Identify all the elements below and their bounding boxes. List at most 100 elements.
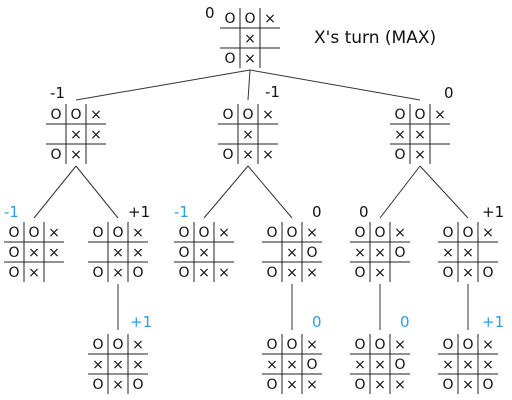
board-cell: O <box>92 337 103 353</box>
board-cell: O <box>266 225 277 241</box>
board-cell: × <box>354 357 366 373</box>
board-cell: O <box>178 265 189 281</box>
board-cell: × <box>132 357 144 373</box>
board-cell: O <box>354 225 365 241</box>
board-cell: × <box>306 337 318 353</box>
board-cell: × <box>266 357 278 373</box>
board-cell: × <box>70 147 82 163</box>
board-cell: O <box>374 337 385 353</box>
board-cell: × <box>482 337 494 353</box>
tree-edge-root-a <box>75 69 251 101</box>
board-cell: × <box>482 225 494 241</box>
board-cell: × <box>198 245 210 261</box>
board-cell: × <box>112 357 124 373</box>
board-cell: × <box>218 225 230 241</box>
board-cell: × <box>306 377 318 393</box>
board-cell: O <box>8 225 19 241</box>
tree-edge-root-b <box>247 69 251 101</box>
board-cell: × <box>90 107 102 123</box>
turn-title: X's turn (MAX) <box>314 28 436 48</box>
board-cell: × <box>132 245 144 261</box>
board-cell: × <box>132 225 144 241</box>
board-cell: × <box>244 31 256 47</box>
board-cell: × <box>48 225 60 241</box>
board-cell: × <box>306 225 318 241</box>
board-cell: × <box>414 147 426 163</box>
board-cell: × <box>112 265 124 281</box>
board-cell: × <box>394 127 406 143</box>
minimax-score-label: 0 <box>312 203 322 221</box>
tree-edge-b-b2 <box>247 165 293 219</box>
minimax-score-label: +1 <box>482 313 504 331</box>
board-cell: O <box>354 337 365 353</box>
board-cell: O <box>50 147 61 163</box>
board-cell: × <box>70 127 82 143</box>
board-cell: × <box>482 357 494 373</box>
minimax-score-label: -1 <box>50 84 65 102</box>
board-cell: O <box>266 377 277 393</box>
board-cell: O <box>286 337 297 353</box>
board-cell: O <box>178 225 189 241</box>
minimax-score-label: +1 <box>130 313 152 331</box>
board-cell: O <box>242 107 253 123</box>
tree-edge-c-c2 <box>419 165 469 219</box>
minimax-score-label: 0 <box>444 84 454 102</box>
board-cell: O <box>50 107 61 123</box>
board-cell: × <box>374 245 386 261</box>
board-cell: O <box>8 245 19 261</box>
board-cell: × <box>414 127 426 143</box>
board-cell: O <box>462 337 473 353</box>
board-cell: × <box>286 265 298 281</box>
board-cell: O <box>28 225 39 241</box>
board-cell: O <box>8 265 19 281</box>
board-cell: O <box>92 225 103 241</box>
minimax-score-label: +1 <box>128 203 150 221</box>
board-cell: O <box>266 337 277 353</box>
board-cell: O <box>354 265 365 281</box>
board-cell: O <box>442 265 453 281</box>
board-cell: × <box>286 357 298 373</box>
board-cell: × <box>374 265 386 281</box>
board-cell: O <box>414 107 425 123</box>
board-cell: × <box>462 357 474 373</box>
board-cell: × <box>262 107 274 123</box>
board-cell: O <box>92 377 103 393</box>
tree-edges <box>33 69 469 330</box>
board-cell: O <box>70 107 81 123</box>
board-cell: O <box>354 377 365 393</box>
board-cell: × <box>48 245 60 261</box>
board-cell: × <box>462 245 474 261</box>
board-cell: × <box>92 357 104 373</box>
minimax-score-label: 0 <box>400 313 410 331</box>
tree-edge-a-a1 <box>33 165 77 219</box>
board-cell: × <box>262 147 274 163</box>
board-cell: O <box>224 51 235 67</box>
board-cell: O <box>222 107 233 123</box>
board-cell: O <box>306 245 317 261</box>
minimax-score-label: 0 <box>312 313 322 331</box>
board-cell: × <box>90 127 102 143</box>
board-cell: O <box>374 225 385 241</box>
board-cell: × <box>28 265 40 281</box>
board-cell: O <box>482 265 493 281</box>
board-cell: × <box>462 265 474 281</box>
board-cell: × <box>112 377 124 393</box>
board-cell: × <box>286 377 298 393</box>
board-cell: × <box>244 51 256 67</box>
minimax-score-label: -1 <box>174 203 189 221</box>
board-cell: O <box>178 245 189 261</box>
board-cell: × <box>218 265 230 281</box>
board-cell: O <box>112 337 123 353</box>
board-cell: × <box>28 245 40 261</box>
